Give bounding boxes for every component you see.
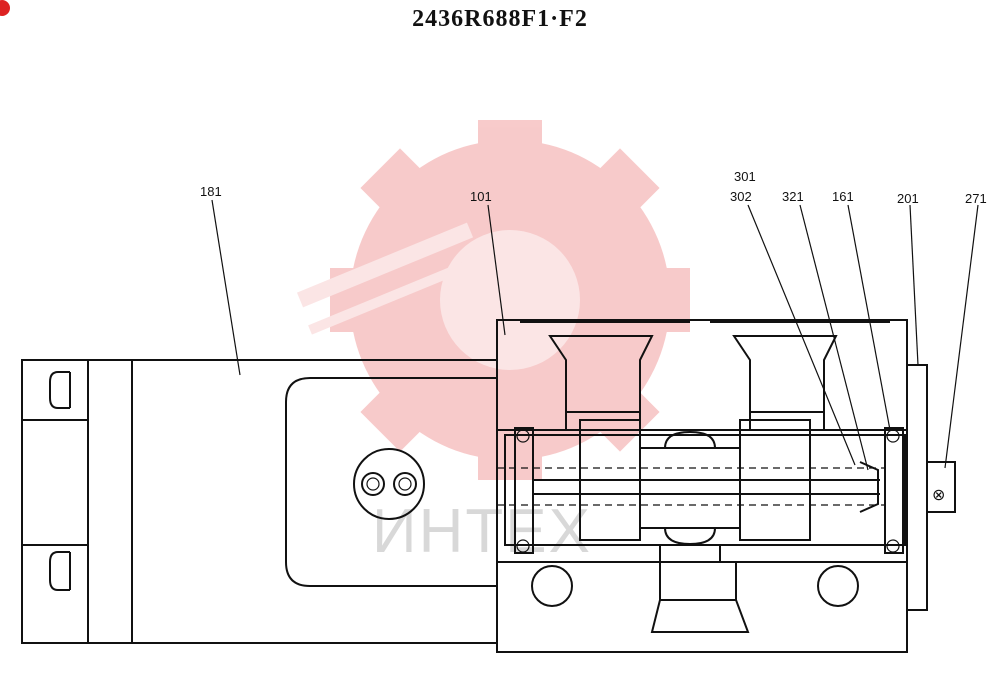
drawing-title: 2436R688F1·F2: [412, 6, 588, 32]
part-101-main-body: [496, 319, 908, 653]
part-201-end-cap: [906, 364, 928, 611]
svg-text:⊗: ⊗: [932, 485, 945, 504]
watermark-gear-icon: [296, 120, 690, 480]
label-181: 181: [200, 184, 222, 199]
label-101: 101: [470, 189, 492, 204]
label-271: 271: [965, 191, 987, 206]
label-302: 302: [730, 189, 752, 204]
label-321: 321: [782, 189, 804, 204]
label-161: 161: [832, 189, 854, 204]
watermark-text: ИНТЕХ: [372, 497, 592, 566]
label-201: 201: [897, 191, 919, 206]
corner-logo-icon: [0, 0, 10, 16]
leader-lines: [211, 199, 979, 471]
part-271-plug: ⊗: [926, 461, 956, 513]
label-301: 301: [734, 169, 756, 184]
